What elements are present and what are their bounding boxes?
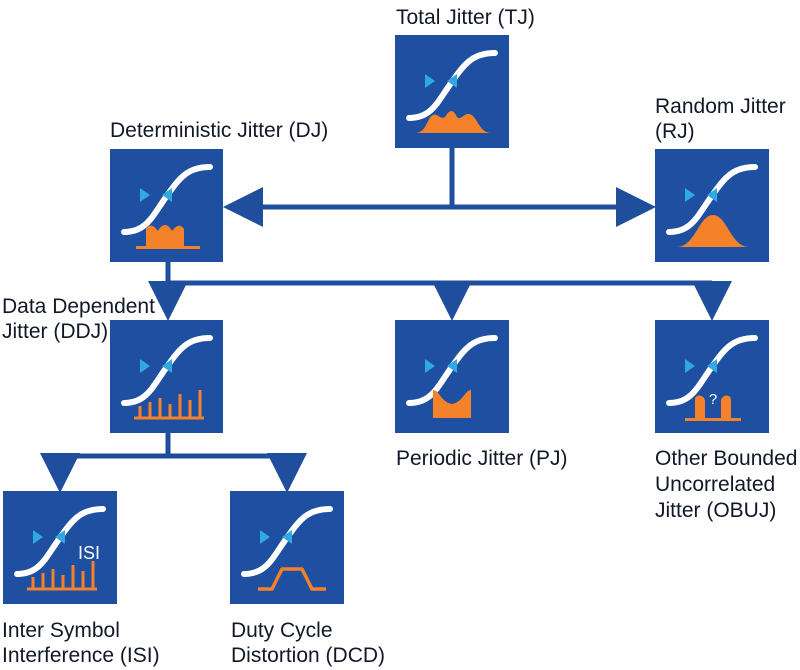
- question-mark-label: ?: [709, 391, 717, 408]
- tj-tile: [395, 35, 509, 148]
- marker-right-icon: [707, 188, 717, 202]
- ddj-label-line1: Data Dependent: [2, 295, 155, 318]
- marker-right-icon: [55, 530, 65, 544]
- obuj-label-line2: Uncorrelated: [655, 473, 776, 496]
- ddj-label-line2: Jitter (DDJ): [2, 320, 109, 343]
- marker-left-icon: [425, 74, 435, 88]
- marker-right-icon: [447, 359, 457, 373]
- dcd-label-line1: Duty Cycle: [231, 619, 333, 642]
- marker-left-icon: [685, 188, 695, 202]
- marker-left-icon: [685, 359, 695, 373]
- marker-right-icon: [707, 359, 717, 373]
- ddj-tile: [110, 320, 223, 433]
- pj-tile: [395, 320, 509, 433]
- dcd-tile: [230, 491, 344, 604]
- marker-right-icon: [282, 530, 292, 544]
- bounded-distribution-icon: [685, 395, 741, 421]
- tj-label: Total Jitter (TJ): [396, 6, 535, 29]
- marker-left-icon: [140, 359, 150, 373]
- isi-label-line2: Interference (ISI): [2, 644, 160, 667]
- marker-right-icon: [162, 188, 172, 202]
- bathtub-distribution-icon: [433, 390, 471, 418]
- spike-histogram-icon: [134, 390, 204, 420]
- isi-label-line1: Inter Symbol: [2, 619, 120, 642]
- spike-histogram-icon: [27, 561, 97, 591]
- obuj-label-line1: Other Bounded: [655, 447, 798, 470]
- distribution-icon: [136, 225, 200, 249]
- isi-tile: ISI: [3, 491, 117, 604]
- rj-label-line1: Random Jitter: [655, 95, 786, 118]
- marker-left-icon: [140, 188, 150, 202]
- trapezoid-distribution-icon: [258, 567, 326, 591]
- obuj-label-line3: Jitter (OBUJ): [655, 499, 777, 522]
- obuj-tile: ?: [655, 320, 769, 433]
- dcd-label-line2: Distortion (DCD): [231, 644, 386, 667]
- rj-tile: [655, 149, 769, 262]
- rj-label-line2: (RJ): [655, 120, 695, 143]
- connectors: [40, 148, 732, 493]
- marker-right-icon: [447, 74, 457, 88]
- distribution-icon: [415, 111, 491, 133]
- pj-label: Periodic Jitter (PJ): [396, 447, 568, 470]
- marker-right-icon: [162, 359, 172, 373]
- gaussian-distribution-icon: [677, 215, 749, 247]
- marker-left-icon: [33, 530, 43, 544]
- marker-left-icon: [260, 530, 270, 544]
- isi-icon-label: ISI: [78, 543, 100, 563]
- dj-label: Deterministic Jitter (DJ): [110, 119, 329, 142]
- dj-tile: [110, 149, 223, 262]
- marker-left-icon: [425, 359, 435, 373]
